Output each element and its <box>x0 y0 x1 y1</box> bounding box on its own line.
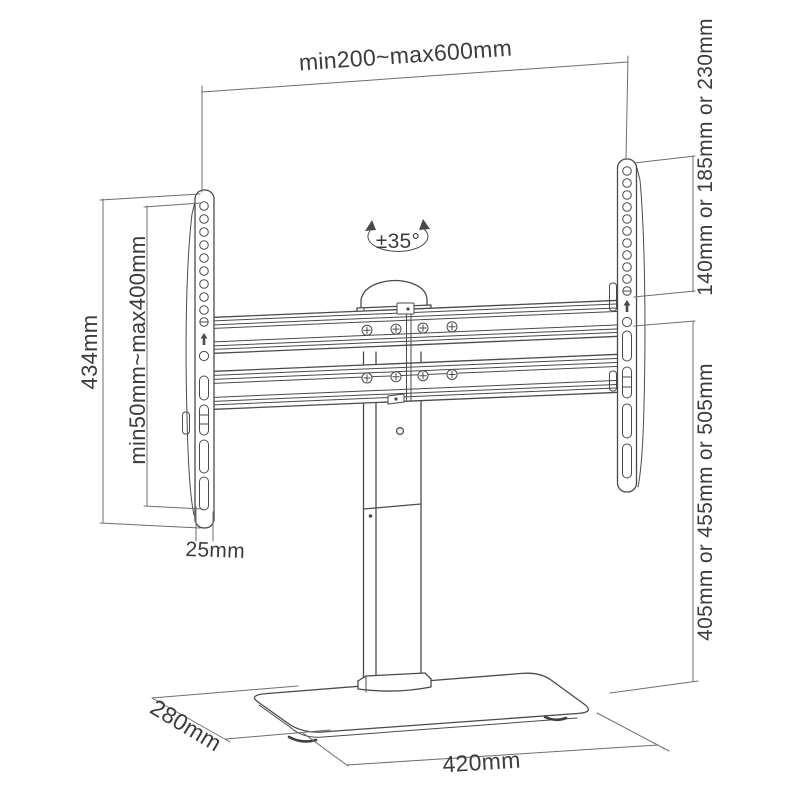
up-arrow-icon <box>200 333 208 345</box>
dim-base-depth <box>151 685 331 743</box>
vesa-holes-left <box>199 201 209 315</box>
base-plate <box>253 672 590 743</box>
column-hole <box>395 426 405 436</box>
label-base-width: 420mm <box>442 747 522 778</box>
bracket-right-hook-1 <box>609 282 617 312</box>
dim-lower-height <box>609 320 699 694</box>
bracket-left-markers <box>198 317 210 362</box>
column-seam <box>362 503 422 510</box>
label-lower-height-options: 405mm or 455mm or 505mm <box>694 363 717 641</box>
dim-upper-height <box>633 155 696 298</box>
dim-vesa-height <box>143 202 204 510</box>
label-upper-height-options: 140mm or 185mm or 230mm <box>694 18 717 296</box>
bracket-right-flange <box>636 167 646 488</box>
dim-base-width <box>302 712 670 767</box>
dim-mount-width <box>201 55 629 193</box>
bracket-left-slots <box>199 375 209 511</box>
rail-center-connector <box>387 302 415 405</box>
bracket-right-markers <box>621 286 633 328</box>
label-bracket-height: 434mm <box>77 315 102 390</box>
label-vesa-height: min50mm~max400mm <box>125 235 150 464</box>
column-foot <box>357 672 432 695</box>
bracket-left-hook <box>182 411 190 435</box>
vesa-holes-right <box>622 166 632 284</box>
bracket-right-slots <box>622 330 632 479</box>
swivel-indicator <box>365 219 430 252</box>
bracket-left-flange <box>185 201 196 516</box>
rail-bottom <box>204 353 623 411</box>
column-pin <box>368 514 373 518</box>
bracket-right-hook-2 <box>609 370 617 392</box>
label-bracket-depth: 25mm <box>185 538 245 563</box>
up-arrow-icon <box>623 300 631 312</box>
column <box>357 351 432 695</box>
label-base-depth: 280mm <box>146 694 226 757</box>
label-swivel-angle: ±35° <box>376 230 420 253</box>
dim-bracket-height <box>99 193 201 529</box>
rotate-arrow-right-icon <box>419 219 430 230</box>
label-mount-width: min200~max600mm <box>298 35 513 76</box>
base-foot-right <box>543 715 568 722</box>
rail-screws <box>361 321 458 384</box>
bracket-right <box>609 158 646 493</box>
rotate-arrow-left-icon <box>365 220 376 231</box>
bracket-left <box>182 189 215 529</box>
dim-bracket-depth <box>195 506 214 542</box>
